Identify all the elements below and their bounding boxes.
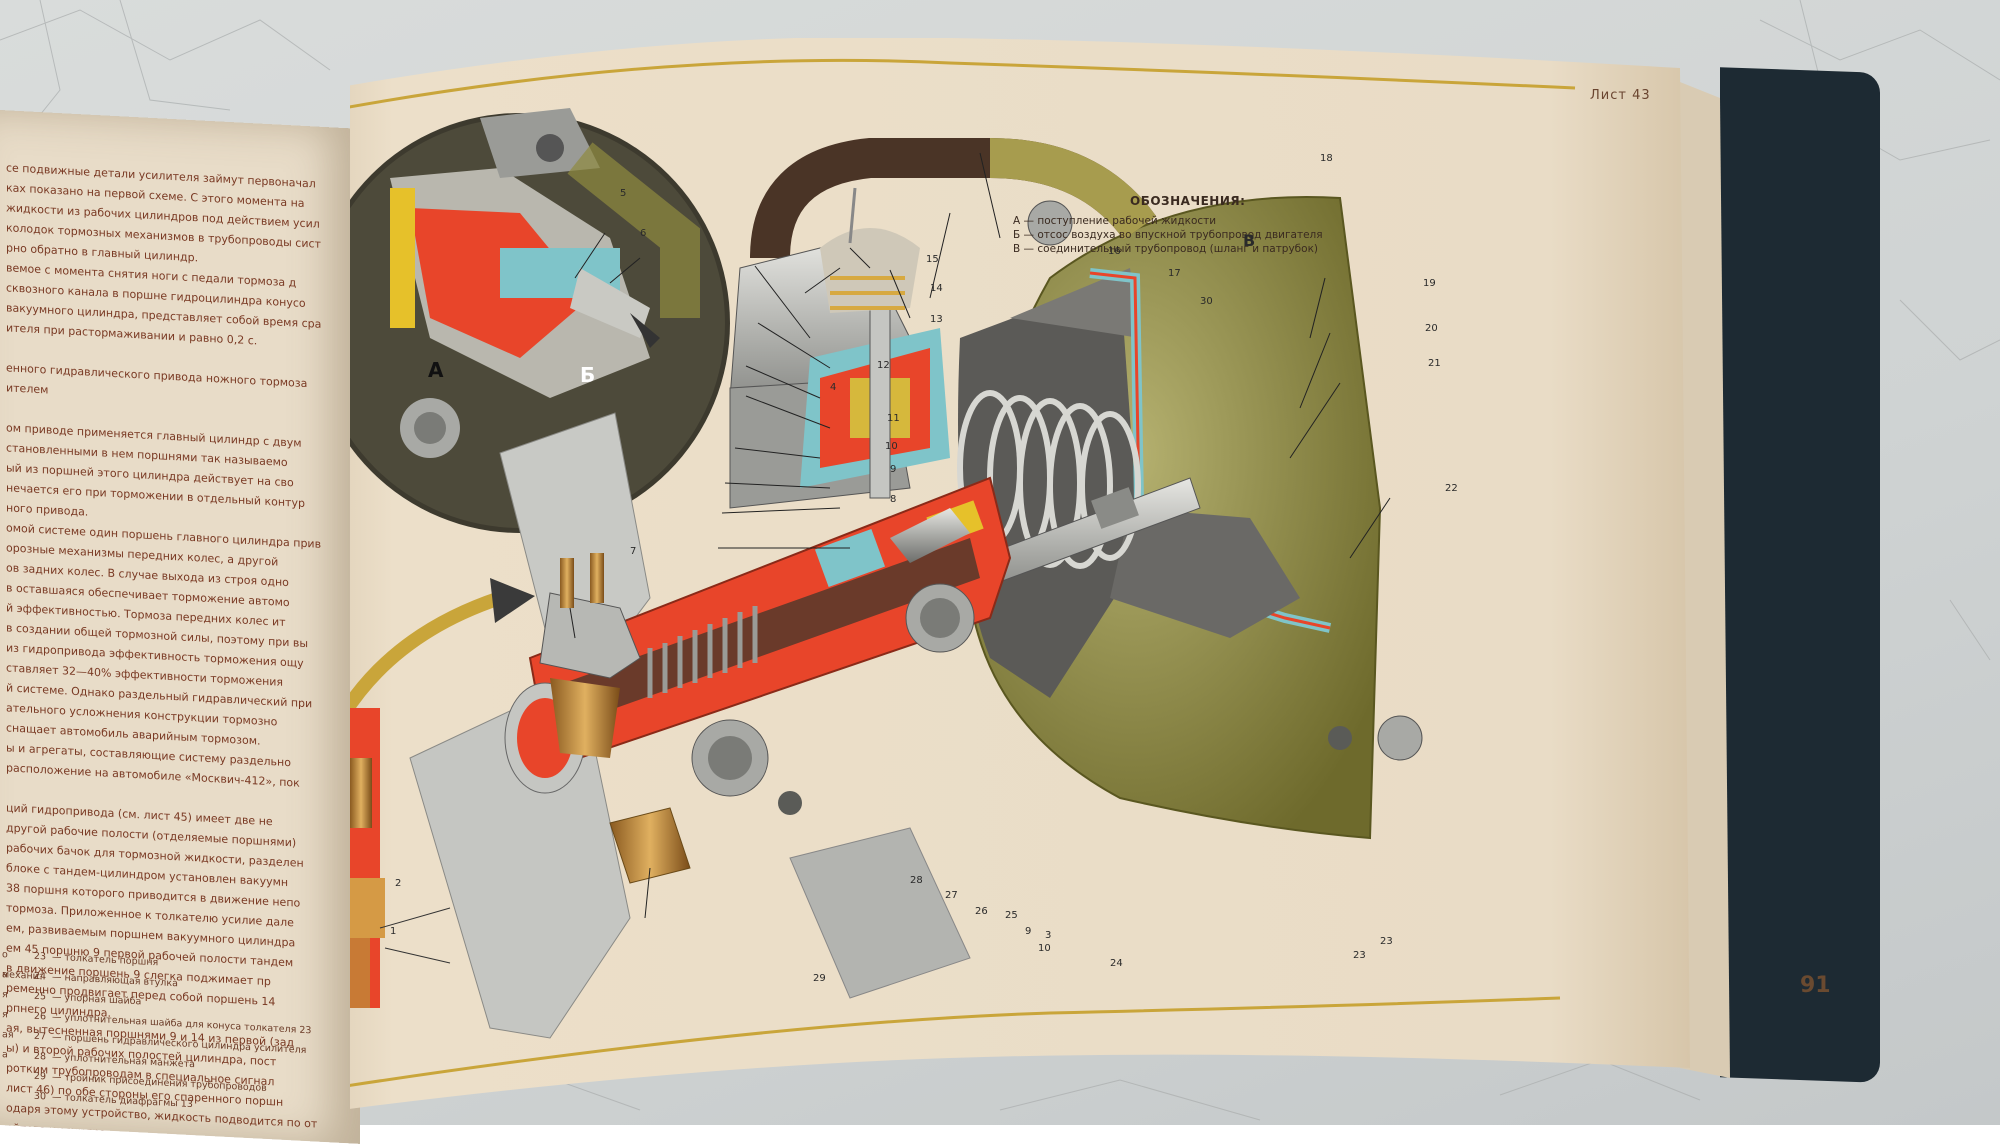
callout-4: 4: [830, 382, 837, 393]
callout-12: 12: [877, 360, 890, 371]
callout-23: 23: [1380, 936, 1393, 947]
callout-26: 26: [975, 906, 988, 917]
page-number: 91: [1800, 973, 1831, 998]
callout-15: 15: [926, 254, 939, 265]
inset-letter-a: А: [428, 358, 444, 382]
callout-24: 24: [1110, 958, 1123, 969]
inset-letter-b: Б: [580, 363, 596, 387]
legend-fragment: я: [2, 1009, 8, 1021]
brake-booster-cutaway: [350, 138, 1423, 1039]
callout-14: 14: [930, 283, 943, 294]
left-page: се подвижные детали усилителя займут пер…: [0, 110, 360, 1144]
callout-19: 19: [1423, 278, 1436, 289]
callout-16: 16: [1108, 246, 1121, 257]
callout-29: 29: [813, 973, 826, 984]
callout-30: 30: [1200, 296, 1213, 307]
callout-23-right: 23: [1353, 950, 1366, 961]
legend-item-a: А — поступление рабочей жидкости: [1013, 215, 1217, 227]
legend-fragment: я: [2, 989, 8, 1001]
callout-9: 9: [890, 464, 897, 475]
legend-fragment: а: [2, 969, 8, 981]
legend-number: 30: [33, 1090, 46, 1103]
hose-fitting-detail: [350, 708, 451, 1008]
inset-detail: [350, 108, 730, 533]
callout-18: 18: [1320, 153, 1333, 164]
callout-2: 2: [395, 878, 402, 889]
callout-13: 13: [930, 314, 943, 325]
callout-25: 25: [1005, 910, 1018, 921]
legend-fragment: ая: [2, 1029, 14, 1041]
callout-7: 7: [630, 546, 637, 557]
top-frame-line: [350, 58, 1576, 109]
right-page: Лист 43 91 ОБОЗНАЧЕНИЯ: А — поступление …: [350, 38, 1831, 1118]
callout-6: 6: [640, 228, 647, 239]
callout-1: 1: [390, 926, 397, 937]
sheet-label: Лист 43: [1590, 88, 1651, 103]
diagram-canvas: [350, 38, 1730, 1109]
callout-20: 20: [1425, 323, 1438, 334]
legend-item-b: Б — отсос воздуха во впускной трубопрово…: [1013, 229, 1323, 241]
legend-item-v: В — соединительный трубопровод (шланг и …: [1013, 243, 1319, 255]
legend-fragment: а: [2, 1049, 8, 1061]
leader-lines: [569, 152, 1391, 919]
callout-11: 11: [887, 413, 900, 424]
callout-28: 28: [910, 875, 923, 886]
callout-5: 5: [620, 188, 627, 199]
callout-27: 27: [945, 890, 958, 901]
legend-items: А — поступление рабочей жидкости Б — отс…: [1013, 214, 1323, 256]
legend-number: 29: [33, 1070, 46, 1083]
callout-17: 17: [1168, 268, 1181, 279]
callout-10: 10: [885, 441, 898, 452]
callout-21: 21: [1428, 358, 1441, 369]
callout-22: 22: [1445, 483, 1458, 494]
bottom-frame-line: [350, 996, 1561, 1087]
callout-9-bottom: 9: [1025, 926, 1032, 937]
hose-letter-v: В: [1243, 231, 1256, 250]
callout-8: 8: [890, 494, 897, 505]
callout-3: 3: [1045, 930, 1052, 941]
book-cover: [1720, 67, 1880, 1083]
legend-title: ОБОЗНАЧЕНИЯ:: [1130, 194, 1246, 208]
callout-10-bottom: 10: [1038, 943, 1051, 954]
